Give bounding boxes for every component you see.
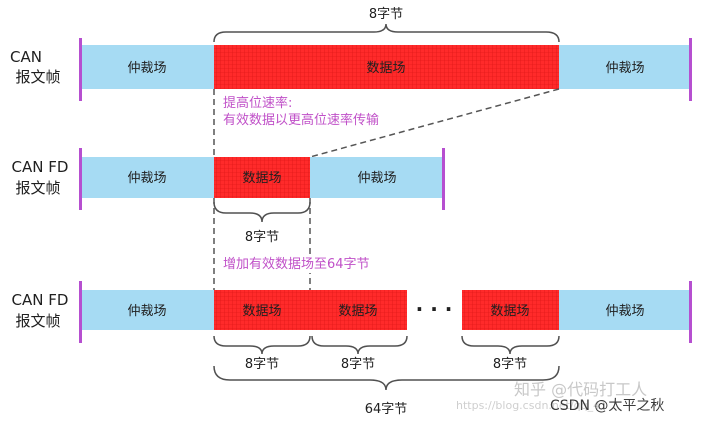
speed-dash-diagonal [309,88,560,158]
canfd-data-field [214,157,310,198]
payload-annotation-bg [220,255,400,273]
can-data-field [214,45,559,89]
can-top-brace-label: 8字节 [369,7,403,22]
watermark-zhihu: 知乎 @代码打工人 [514,380,647,399]
can-arbitration-left-label: 仲裁场 [127,60,166,76]
speed-annotation-line2: 有效数据以更高位速率传输 [223,112,379,128]
row-can-label-line2: 报文帧 [15,68,60,86]
row-canfd-64-frame: CAN FD 报文帧 仲裁场 数据场 数据场 · · · 数据场 仲裁场 8字节… [12,281,692,417]
canfd-frame-end-marker [442,148,445,210]
canfd64-brace-3 [461,335,560,355]
can-data-field-label: 数据场 [366,61,405,76]
row-canfd64-label-line1: CAN FD [12,291,69,309]
can-frame-end-marker [689,38,692,101]
canfd64-brace-1-label: 8字节 [245,357,279,372]
row-canfd-label-line2: 报文帧 [15,179,60,197]
canfd64-total-brace [213,365,560,391]
canfd64-data-field-1 [214,290,310,330]
canfd64-data-field-3 [462,290,559,330]
row-canfd-frame: CAN FD 报文帧 仲裁场 数据场 仲裁场 8字节 [12,148,445,245]
canfd64-arbitration-left-label: 仲裁场 [127,303,166,319]
canfd64-data-field-3-label: 数据场 [490,304,529,319]
canfd-data-field-label: 数据场 [242,171,281,186]
canfd64-brace-2-label: 8字节 [341,357,375,372]
payload-annotation: 增加有效数据场至64字节 [223,257,370,272]
speed-connector: 提高位速率: 有效数据以更高位速率传输 [213,88,560,158]
canfd64-data-field-2-label: 数据场 [338,304,377,319]
canfd-arbitration-left [80,157,214,198]
row-canfd64-label-line2: 报文帧 [15,312,60,330]
canfd-arbitration-right [310,157,444,198]
canfd64-brace-3-label: 8字节 [493,357,527,372]
canfd64-data-field-1-label: 数据场 [242,304,281,319]
can-top-brace [213,23,560,43]
canfd64-total-label: 64字节 [365,402,408,417]
canfd-arbitration-right-label: 仲裁场 [357,170,396,186]
canfd64-brace-1 [213,335,311,355]
canfd-frame-start-marker [79,148,82,210]
can-arbitration-left [80,45,214,89]
payload-connector: 增加有效数据场至64字节 [213,198,400,290]
speed-annotation-line1: 提高位速率: [223,95,292,111]
can-frame-start-marker [79,38,82,101]
canfd64-frame-start-marker [79,281,82,343]
watermark-csdn: CSDN @太平之秋 [550,398,664,414]
canfd64-arbitration-left [80,290,214,330]
canfd64-arbitration-right-label: 仲裁场 [605,303,644,319]
row-can-frame: CAN 报文帧 仲裁场 数据场 仲裁场 8字节 [10,7,692,101]
canfd-arbitration-left-label: 仲裁场 [127,170,166,186]
canfd-bottom-brace-label: 8字节 [245,230,279,245]
can-arbitration-right-label: 仲裁场 [605,60,644,76]
row-canfd-label-line1: CAN FD [12,158,69,176]
canfd-bottom-brace [213,201,311,223]
row-can-label-line1: CAN [10,48,42,66]
can-arbitration-right [559,45,691,89]
canfd64-frame-end-marker [689,281,692,343]
watermark-url: https://blog.csdn.net/qq_41 [456,399,607,412]
canfd64-arbitration-right [559,290,691,330]
watermark: 知乎 @代码打工人 https://blog.csdn.net/qq_41 CS… [456,380,664,414]
canfd64-brace-2 [311,335,408,355]
canfd64-ellipsis: · · · [416,297,453,321]
canfd64-data-field-2 [310,290,407,330]
